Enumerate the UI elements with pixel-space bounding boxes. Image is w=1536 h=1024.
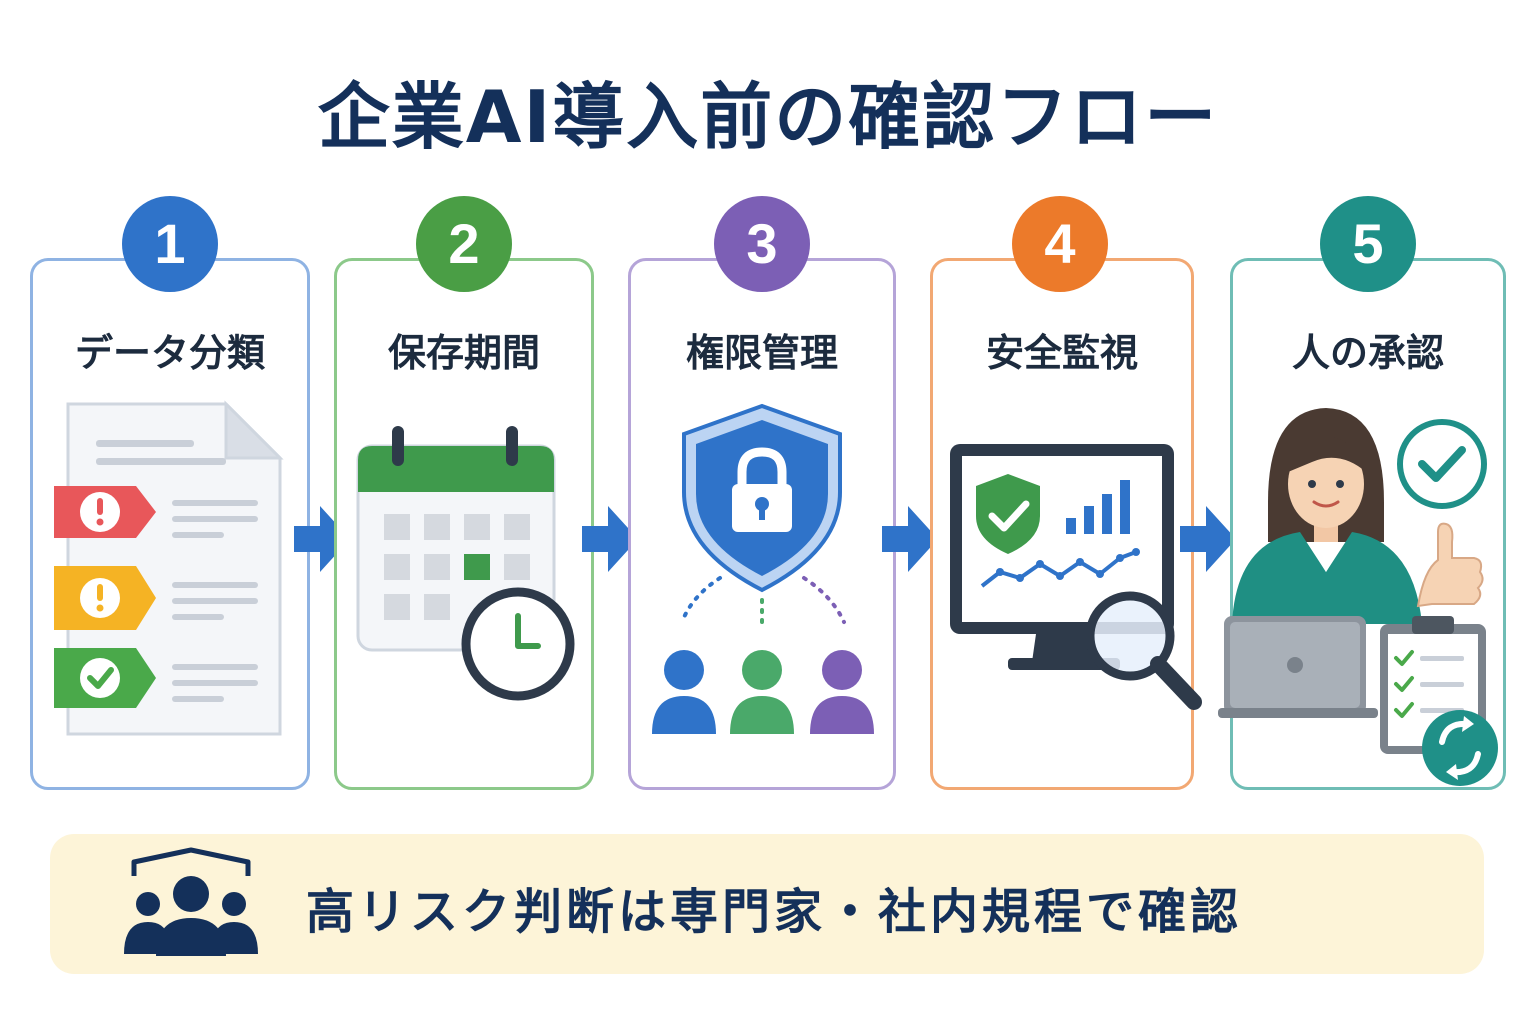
classified-document-icon (54, 400, 284, 736)
step-label: データ分類 (74, 331, 265, 375)
step-label: 権限管理 (685, 331, 838, 375)
step-number-badge: 1 (122, 196, 218, 292)
step-number-badge: 5 (1320, 196, 1416, 292)
step-label: 保存期間 (387, 331, 540, 375)
step-label: 人の承認 (1291, 331, 1444, 375)
approver-person-icon (1218, 408, 1498, 786)
step-number-badge: 3 (714, 196, 810, 292)
arrow-right-icon (294, 506, 350, 572)
people-group-icon (124, 847, 258, 956)
alert-red-tag (54, 486, 156, 538)
arrow-right-icon (1180, 506, 1236, 572)
arrow-right-icon (582, 506, 638, 572)
check-green-tag (54, 648, 156, 708)
monitor-magnifier-icon (950, 444, 1202, 710)
notice-banner (50, 834, 1484, 974)
arrow-right-icon (882, 506, 938, 572)
shield-lock-users-icon (652, 403, 874, 734)
step-number-badge: 2 (416, 196, 512, 292)
step-label: 安全監視 (985, 331, 1138, 375)
notice-text: 高リスク判断は専門家・社内規程で確認 (306, 884, 1243, 940)
alert-yellow-tag (54, 566, 156, 630)
calendar-clock-icon (356, 426, 575, 701)
page-title: 企業AI導入前の確認フロー (317, 75, 1219, 159)
step-number-badge: 4 (1012, 196, 1108, 292)
